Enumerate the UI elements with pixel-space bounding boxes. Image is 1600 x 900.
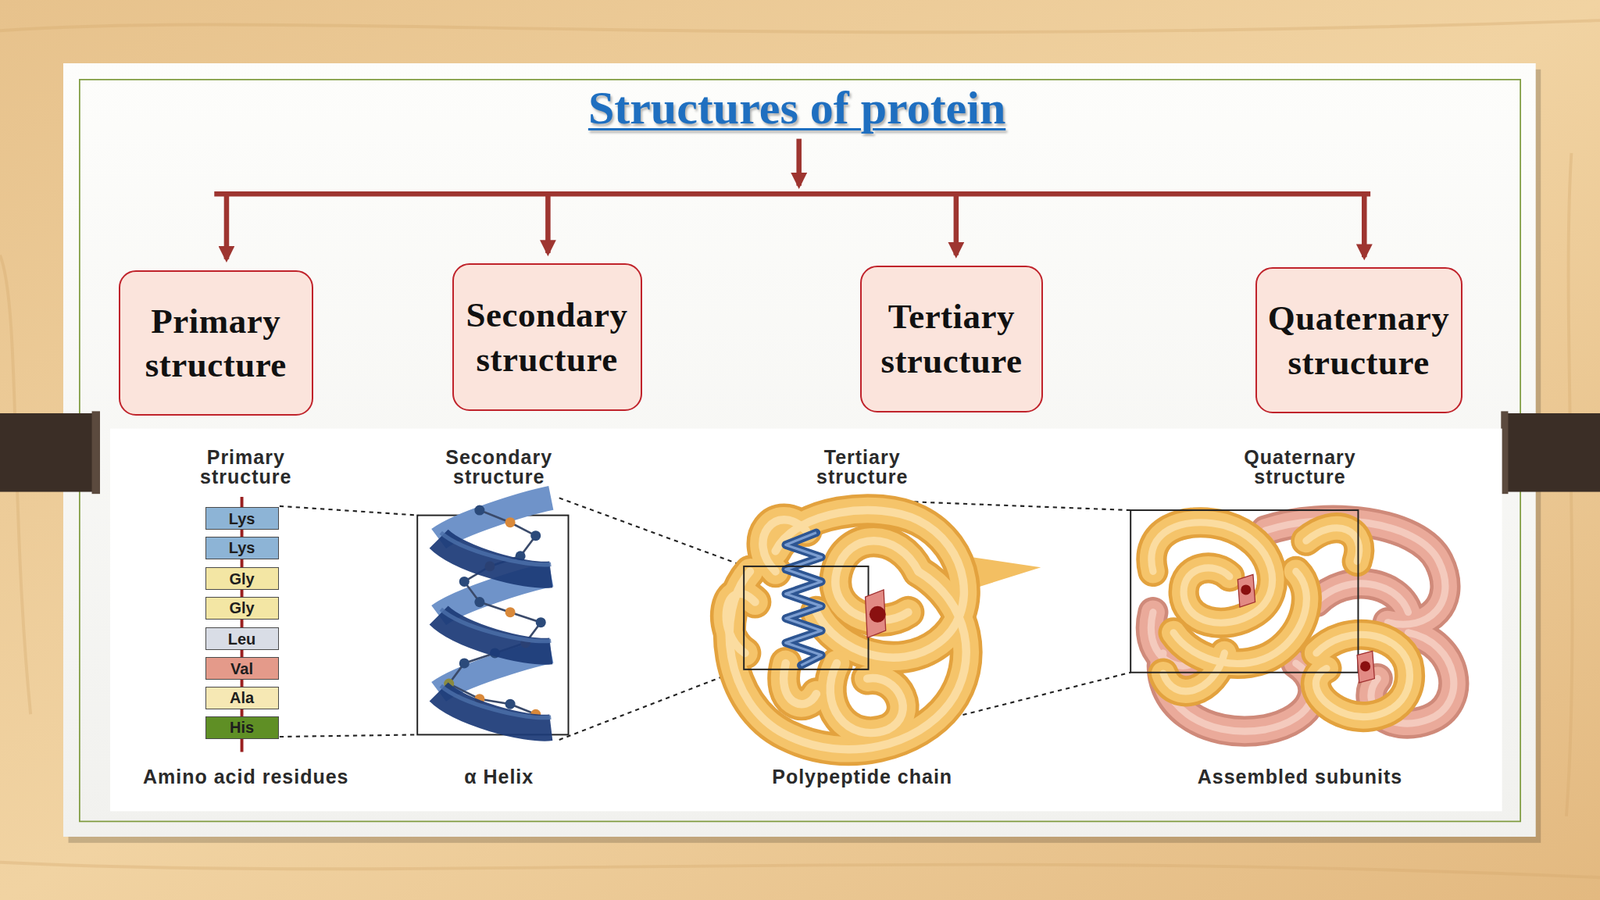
- zoom-leader: [279, 506, 419, 516]
- amino-acid-box: Val: [205, 657, 279, 680]
- heme-plane: [1357, 650, 1375, 683]
- level-heading: Secondary structure: [427, 447, 571, 487]
- residue-name: Gly: [228, 571, 254, 587]
- heme-iron: [1360, 660, 1371, 672]
- zoom-leader: [559, 668, 744, 740]
- bracket-drop: [953, 193, 960, 255]
- heme-plane: [865, 589, 886, 638]
- mini-helix: [785, 532, 822, 666]
- atom: [474, 505, 485, 516]
- amino-acid-box: Lys: [205, 536, 279, 560]
- binder-bar: [0, 413, 100, 493]
- wood-grain: [0, 20, 1600, 33]
- structure-box: Secondary structure: [452, 263, 643, 411]
- zoom-leaders: [279, 497, 1131, 743]
- level-heading: Tertiary structure: [790, 447, 934, 487]
- subunit-tube: [1151, 522, 1411, 718]
- atom: [505, 517, 516, 528]
- subunit-highlight: [1151, 522, 1411, 718]
- heme-iron: [869, 606, 886, 623]
- residue-name: Leu: [228, 631, 257, 647]
- atom: [505, 607, 516, 618]
- helix-edge: [440, 685, 551, 718]
- binder-bar: [1502, 413, 1600, 493]
- helix-front: [439, 539, 552, 729]
- atom: [474, 596, 485, 608]
- structure-box: Quaternary structure: [1255, 267, 1463, 414]
- structure-name: Primary structure: [123, 299, 309, 388]
- residue-name: Ala: [229, 689, 254, 706]
- level-caption: α Helix: [464, 767, 534, 787]
- residue-name: Lys: [228, 539, 256, 556]
- level-heading: Primary structure: [174, 447, 318, 487]
- wood-grain: [0, 862, 1600, 879]
- heme-plane: [1237, 574, 1255, 608]
- mini-helix-highlight: [785, 532, 822, 666]
- card-border: [79, 79, 1521, 822]
- structure-box: Primary structure: [118, 270, 314, 415]
- structure-name: Tertiary structure: [864, 294, 1039, 383]
- structure-box: Tertiary structure: [860, 265, 1043, 413]
- atom: [459, 576, 470, 587]
- level-caption: Polypeptide chain: [771, 767, 953, 787]
- bracket-drop: [224, 193, 230, 260]
- residue-name: His: [229, 719, 254, 736]
- helix-edge: [440, 532, 551, 565]
- helix-highlight: [440, 532, 551, 718]
- amino-acid-box: Leu: [205, 627, 279, 650]
- atom: [459, 657, 470, 668]
- subunit-tube: [1150, 520, 1454, 732]
- subunit-highlight: [1150, 520, 1454, 732]
- helix-back: [439, 497, 552, 692]
- amino-acid-box: Lys: [205, 507, 279, 530]
- zoom-leader: [279, 734, 419, 737]
- zoom-leader: [559, 497, 746, 567]
- residue-name: Lys: [228, 510, 256, 527]
- residue-name: Val: [230, 660, 254, 677]
- illustration-panel: [110, 428, 1503, 812]
- atom: [530, 530, 541, 541]
- tertiary-tube: [726, 510, 967, 750]
- amino-acid-box: Gly: [205, 596, 279, 620]
- slide-title: Structures of protein: [588, 81, 1006, 136]
- amino-acid-box: His: [205, 716, 279, 740]
- bracket-stem: [796, 139, 802, 186]
- amino-acid-box: Gly: [205, 567, 279, 590]
- inset-frame: [1130, 510, 1358, 673]
- binder-edge: [1500, 410, 1508, 494]
- binder-edge: [92, 410, 100, 494]
- bracket-drop: [545, 193, 551, 254]
- level-heading: Quaternary structure: [1228, 447, 1372, 487]
- chain-spine: [240, 496, 244, 753]
- tertiary-highlight: [726, 510, 967, 750]
- structure-name: Secondary structure: [457, 292, 638, 382]
- residue-name: Gly: [228, 600, 254, 616]
- inset-frame: [743, 566, 868, 670]
- slide-card: [63, 63, 1536, 837]
- amino-acid-box: Ala: [205, 686, 279, 710]
- bracket-bar: [214, 191, 1371, 197]
- subunit-tube: [1150, 520, 1454, 732]
- level-caption: Amino acid residues: [142, 767, 350, 787]
- bracket: [214, 139, 1371, 260]
- tertiary-tube: [726, 510, 967, 750]
- wood-grain: [0, 20, 1600, 878]
- heme-iron: [1240, 584, 1251, 595]
- atom: [505, 699, 516, 710]
- structure-name: Quaternary structure: [1260, 296, 1458, 385]
- atom: [535, 617, 547, 628]
- helix-atoms: [443, 505, 547, 720]
- bracket-drop: [1361, 193, 1368, 258]
- level-caption: Assembled subunits: [1197, 767, 1404, 787]
- helix-edge: [440, 609, 551, 642]
- subunit-tube: [1151, 522, 1411, 718]
